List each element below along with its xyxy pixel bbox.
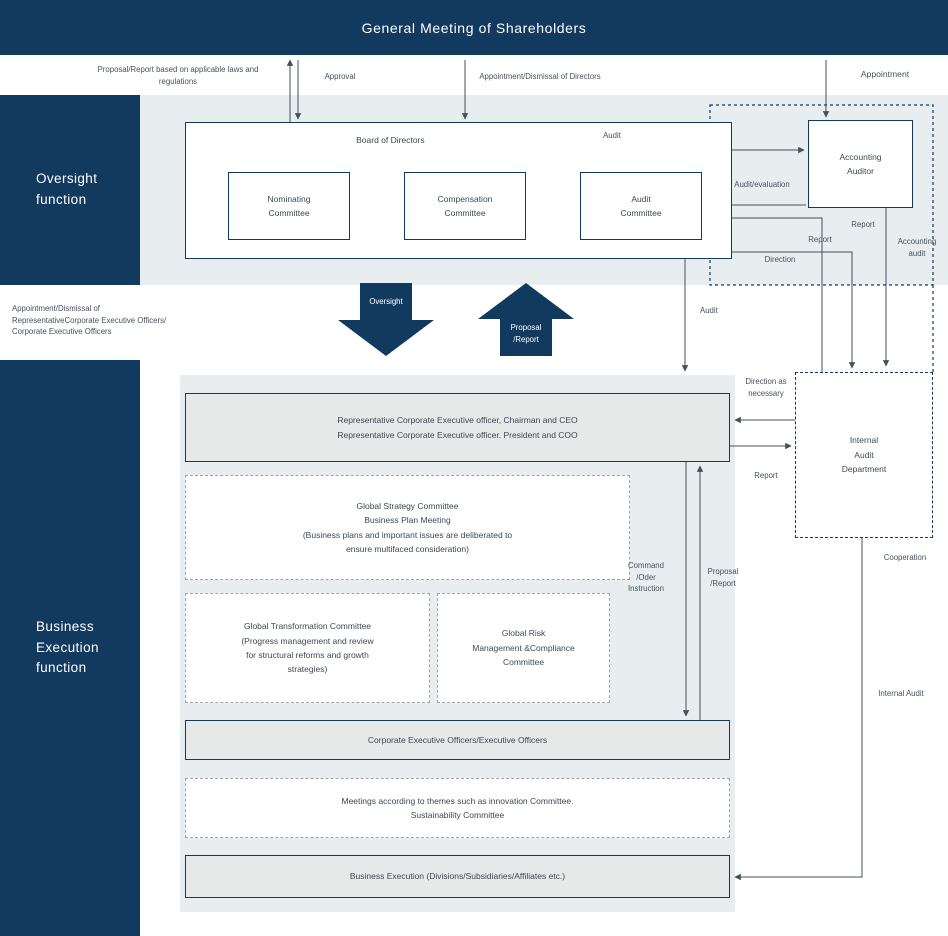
label-appointment-dismissal-directors: Appointment/Dismissal of Directors — [479, 72, 601, 81]
label-internal-audit-line: Internal Audit — [878, 689, 924, 698]
audit-committee-box: Audit Committee — [580, 172, 702, 240]
business-execution-function-label: Business Execution function — [36, 618, 99, 676]
label-report-internal: Report — [808, 235, 832, 244]
label-command-instruction: Command /Oder Instruction — [628, 561, 664, 594]
general-meeting-header: General Meeting of Shareholders — [0, 0, 948, 55]
accounting-auditor-box: Accounting Auditor — [808, 120, 913, 208]
global-risk-committee-label: Global Risk Management &Compliance Commi… — [472, 628, 575, 668]
theme-meetings-box: Meetings according to themes such as inn… — [185, 778, 730, 838]
corporate-executive-officers-box: Corporate Executive Officers/Executive O… — [185, 720, 730, 760]
label-oversight-arrow: Oversight — [369, 297, 403, 306]
representative-executives-label: Representative Corporate Executive offic… — [337, 415, 578, 440]
global-risk-committee-box: Global Risk Management &Compliance Commi… — [437, 593, 610, 703]
internal-audit-department-label: Internal Audit Department — [841, 435, 887, 475]
label-report-auditor: Report — [851, 220, 875, 229]
label-cooperation: Cooperation — [883, 553, 927, 562]
nominating-committee-box: Nominating Committee — [228, 172, 350, 240]
business-execution-function-panel: Business Execution function — [0, 360, 140, 936]
label-accounting-audit: Accounting audit — [897, 237, 937, 258]
corporate-executive-officers-label: Corporate Executive Officers/Executive O… — [367, 734, 548, 745]
oversight-function-panel: Oversight function — [0, 95, 140, 285]
label-approval: Approval — [324, 72, 356, 81]
label-audit-down: Audit — [700, 306, 718, 315]
label-proposal-report-line: Proposal /Report — [707, 567, 739, 588]
accounting-auditor-label: Accounting Auditor — [839, 151, 882, 176]
label-direction: Direction — [764, 255, 796, 264]
label-proposal-report-laws: Proposal/Report based on applicable laws… — [97, 65, 259, 86]
global-transformation-committee-box: Global Transformation Committee (Progres… — [185, 593, 430, 703]
label-appointment: Appointment — [860, 69, 910, 79]
global-strategy-committee-label: Global Strategy Committee Business Plan … — [302, 500, 513, 554]
internal-audit-department-box: Internal Audit Department — [795, 372, 933, 538]
label-audit-board: Audit — [603, 131, 621, 140]
compensation-committee-box: Compensation Committee — [404, 172, 526, 240]
theme-meetings-label: Meetings according to themes such as inn… — [341, 795, 574, 820]
label-proposal-report-arrow: Proposal /Report — [510, 323, 542, 344]
arrow-internal-audit-line — [734, 538, 863, 881]
label-audit-evaluation: Audit/evaluation — [734, 180, 790, 189]
board-of-directors-label: Board of Directors — [356, 135, 425, 145]
label-appointment-dismissal-execs: Appointment/Dismissal of RepresentativeC… — [12, 304, 167, 337]
representative-executives-box: Representative Corporate Executive offic… — [185, 393, 730, 462]
business-execution-box: Business Execution (Divisions/Subsidiari… — [185, 855, 730, 898]
label-direction-as-necessary: Direction as necessary — [745, 377, 787, 398]
nominating-committee-label: Nominating Committee — [267, 193, 311, 218]
label-report-rep: Report — [754, 471, 778, 480]
audit-committee-label: Audit Committee — [620, 193, 662, 218]
compensation-committee-label: Compensation Committee — [437, 193, 493, 218]
business-execution-label: Business Execution (Divisions/Subsidiari… — [349, 871, 566, 882]
general-meeting-title: General Meeting of Shareholders — [361, 19, 587, 36]
global-transformation-committee-label: Global Transformation Committee (Progres… — [241, 621, 374, 675]
global-strategy-committee-box: Global Strategy Committee Business Plan … — [185, 475, 630, 580]
oversight-function-label: Oversight function — [36, 171, 98, 207]
oversight-block-arrow — [338, 283, 434, 356]
